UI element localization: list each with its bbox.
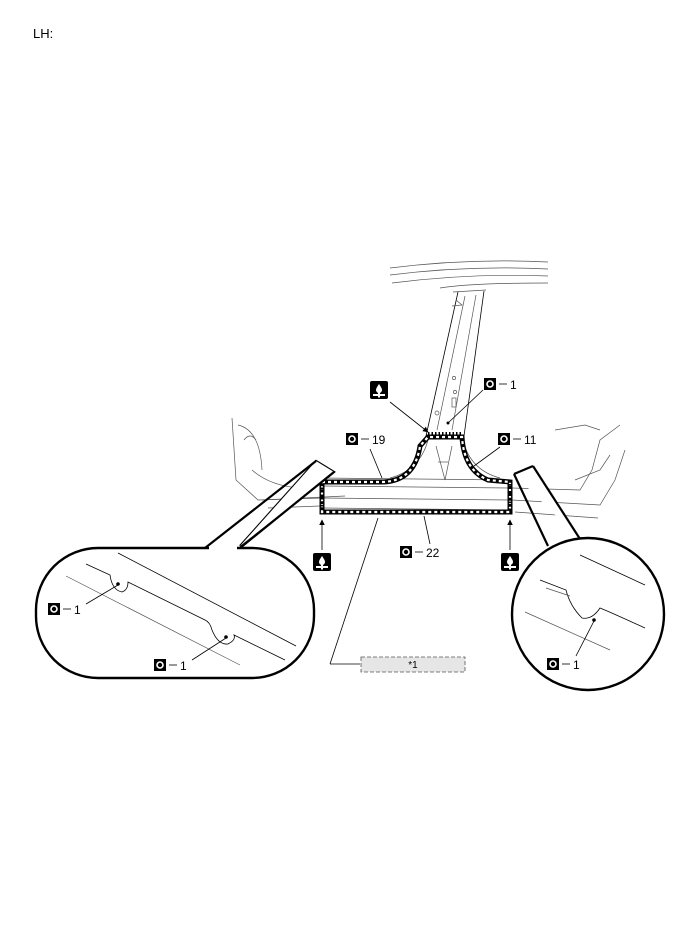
callout-label: 1 (180, 659, 187, 673)
spot-weld-icon (497, 432, 511, 446)
side-label: LH: (33, 26, 54, 41)
sealer-icon (501, 553, 519, 571)
detail-view-right: 1 (510, 464, 666, 692)
callout-label: 11 (524, 433, 537, 447)
callout-label: 1 (74, 603, 81, 617)
reference-box (360, 656, 466, 673)
sealer-icon (370, 381, 388, 399)
sealer-bead (319, 432, 513, 515)
spot-weld-icon (47, 602, 61, 616)
callout-label: 1 (573, 658, 580, 672)
callout-label: 1 (510, 378, 517, 392)
center-pillar (389, 260, 549, 481)
spot-weld-icon (399, 545, 413, 559)
spot-weld-icon (483, 377, 497, 391)
detail-view-left: 1 1 (34, 459, 336, 680)
spot-weld-icon (546, 657, 560, 671)
sealer-callout-bottom: 22 (399, 515, 440, 560)
callout-label: 19 (372, 433, 386, 447)
spot-weld-icon (153, 658, 167, 672)
sealer-icon (313, 553, 331, 571)
reference-label: *1 (408, 660, 418, 671)
spot-weld-callout-top-right: 1 (446, 377, 517, 425)
sealer-callout-right: 11 (473, 432, 537, 467)
sealer-callout-left: 19 (345, 432, 386, 479)
spot-weld-icon (345, 432, 359, 446)
callout-label: 22 (426, 546, 440, 560)
